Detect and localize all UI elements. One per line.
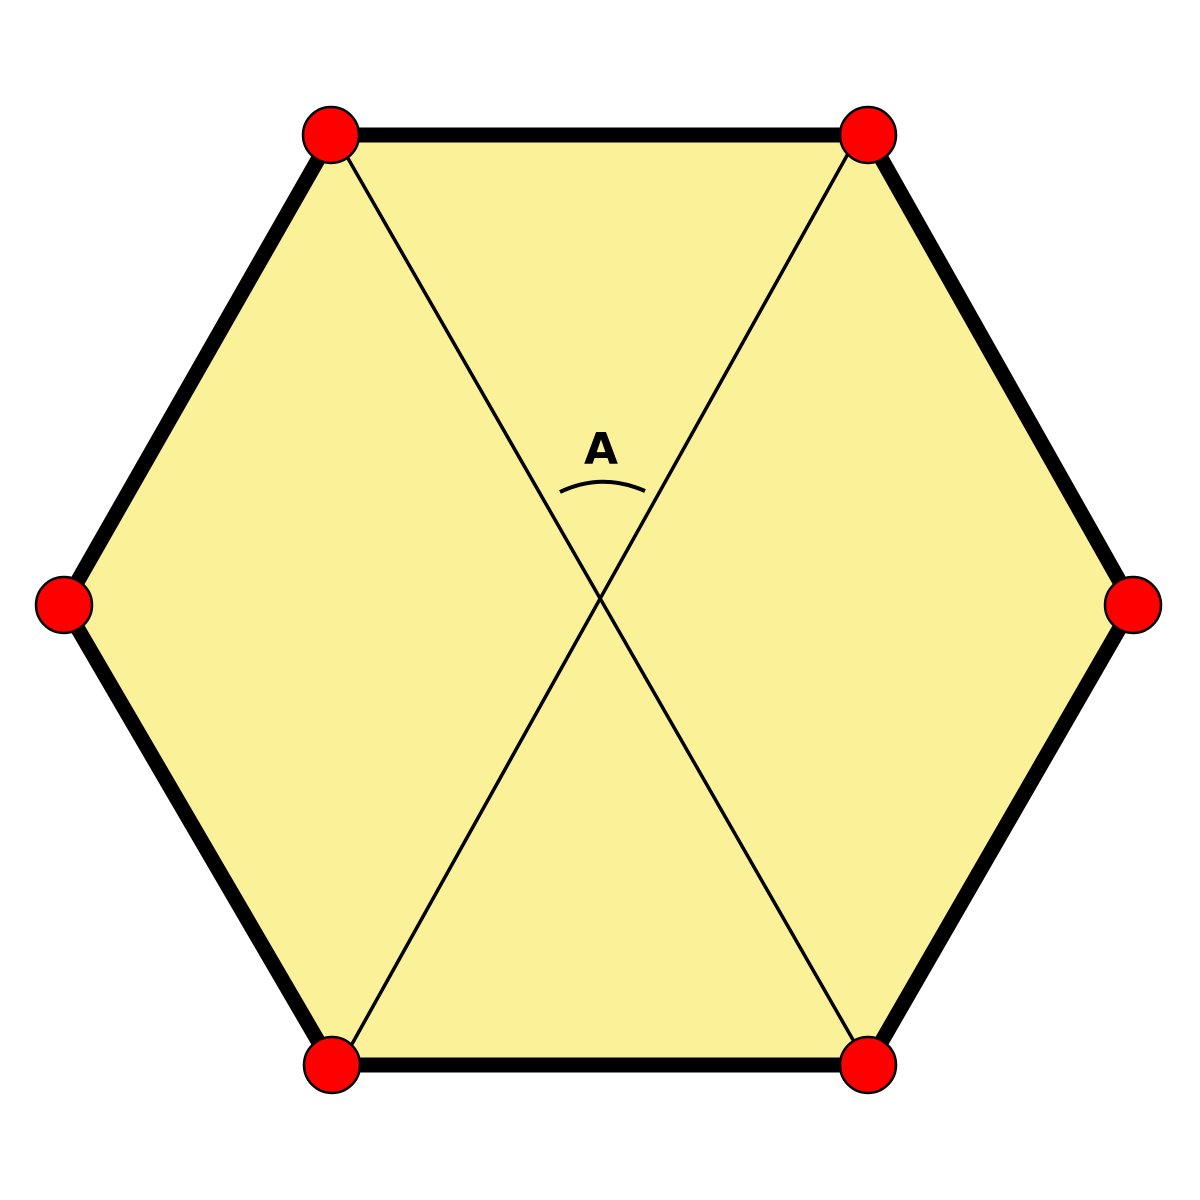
angle-arc (559, 479, 646, 494)
diagonal-top-right-to-bottom-left (340, 124, 866, 1063)
vertex-top-left (301, 105, 361, 165)
angle-label: A (584, 424, 618, 475)
vertex-left (34, 575, 94, 635)
vertex-right (1103, 575, 1163, 635)
vertex-bottom-left (302, 1035, 362, 1095)
vertex-top-right (838, 105, 898, 165)
vertex-bottom-right (838, 1035, 898, 1095)
